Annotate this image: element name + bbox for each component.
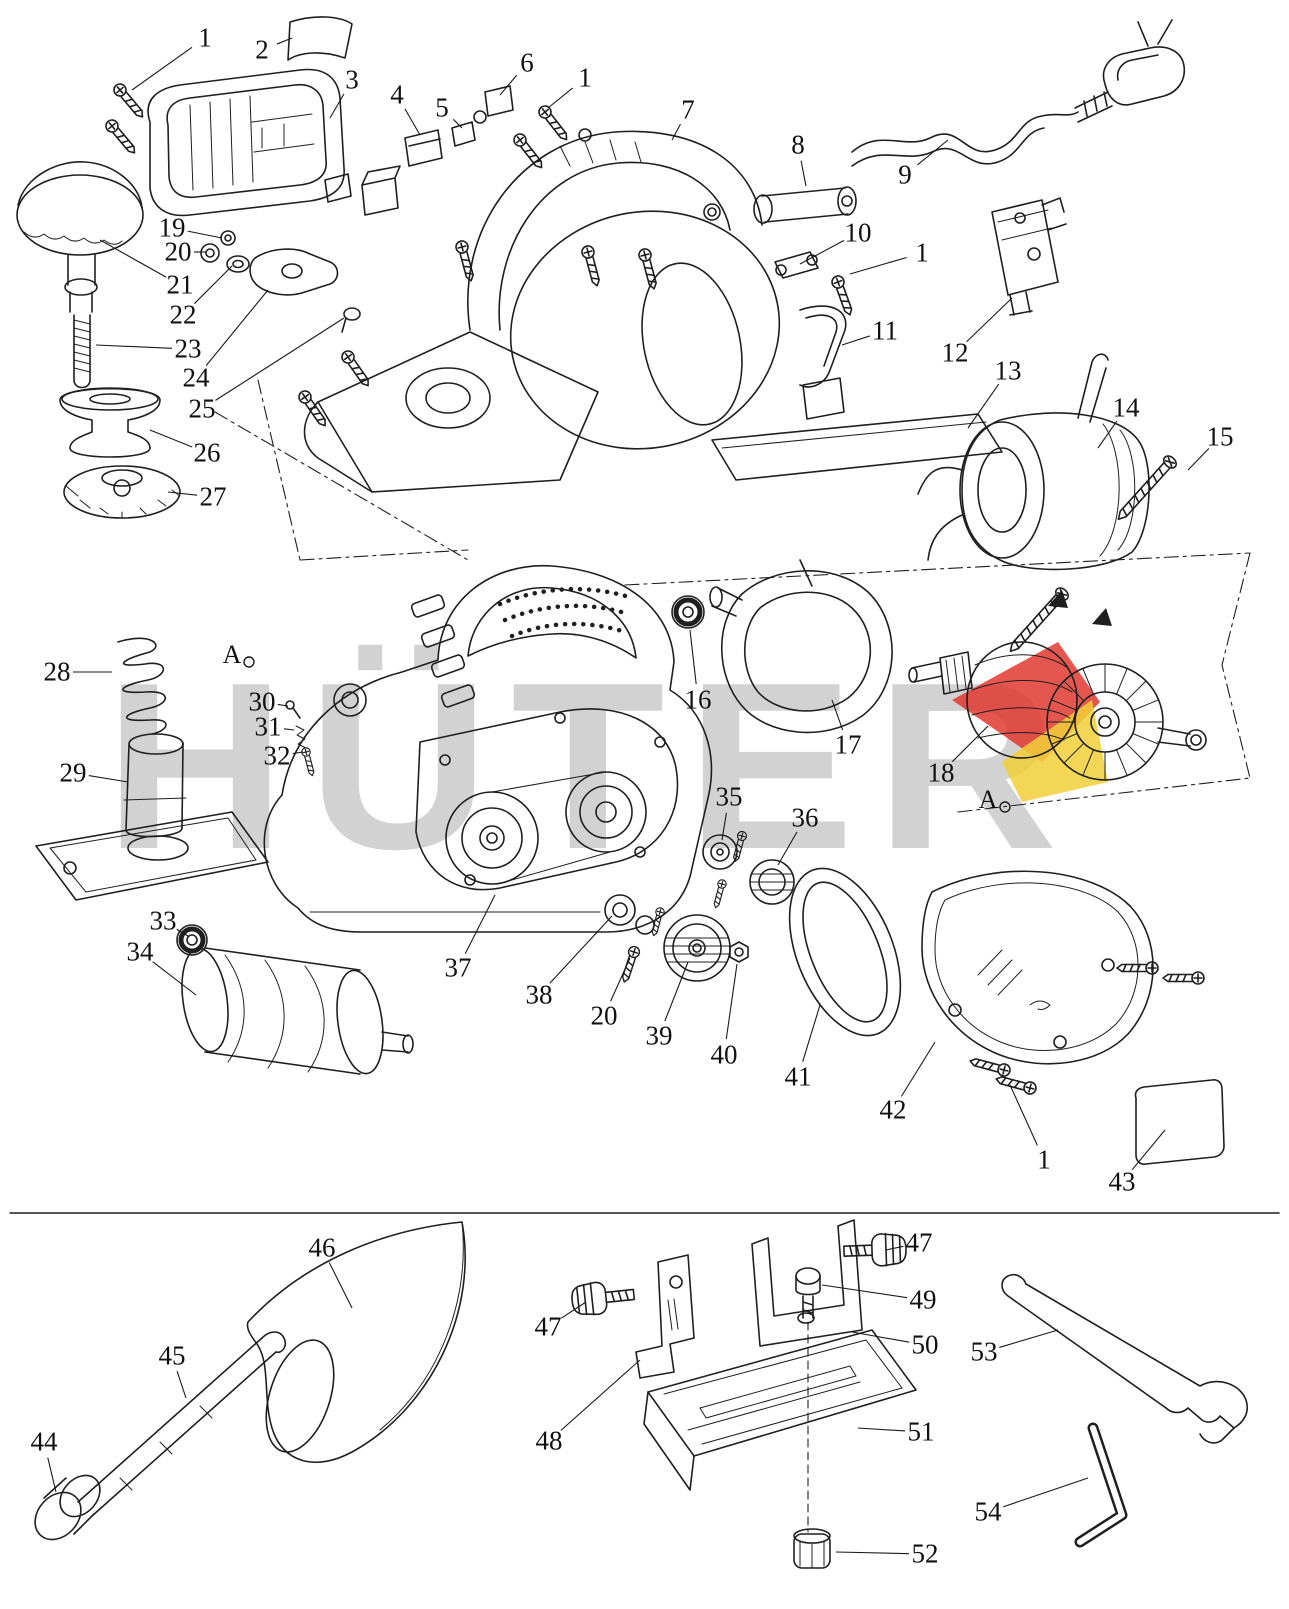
belt-drawing (788, 867, 902, 1037)
leader-line (149, 429, 193, 448)
label-sticker-drawing (1134, 1079, 1225, 1165)
leader-line (841, 335, 870, 346)
leader-line (966, 297, 1013, 343)
leader-line (721, 812, 727, 841)
leader-line (802, 1004, 821, 1062)
leader-line (967, 383, 1000, 429)
leader-line (187, 230, 223, 239)
leader-line (610, 957, 631, 1002)
view-marker-circle (243, 656, 255, 668)
leader-line (799, 240, 845, 265)
leader-line (561, 1301, 587, 1319)
leader-line (276, 37, 293, 45)
leader-line (88, 775, 129, 783)
leader-line (47, 1457, 57, 1493)
upper-housing-drawing (303, 128, 857, 493)
leader-line (464, 894, 496, 954)
construction-lines (214, 379, 1251, 813)
housing-cover-drawing (147, 16, 514, 217)
leader-line (95, 344, 173, 349)
belt-cover-drawing (921, 870, 1154, 1065)
leader-line (131, 46, 193, 91)
leader-line (725, 963, 738, 1040)
leader-line (452, 118, 463, 129)
leader-line (800, 160, 807, 187)
leader-line (328, 1262, 353, 1309)
leader-line (835, 1551, 910, 1555)
view-marker-circle (999, 801, 1011, 813)
air-guide-drawing (709, 559, 893, 734)
leader-line (1097, 420, 1118, 449)
baffle-plate-drawing (711, 413, 1003, 481)
leader-line (1131, 1129, 1166, 1171)
leader-line (167, 491, 198, 496)
rotor-drawing (908, 641, 1207, 781)
leader-line (831, 699, 844, 731)
leader-line (404, 108, 421, 136)
knob-assembly-drawing (16, 161, 361, 519)
leader-line (917, 139, 949, 166)
switch-drawing (991, 197, 1067, 316)
leader-line (900, 1041, 936, 1097)
leader-line (560, 1359, 641, 1431)
dust-adapter-drawing (34, 1221, 466, 1541)
leader-line (857, 1427, 906, 1432)
leader-line (1009, 1084, 1038, 1146)
leader-line (499, 74, 518, 96)
leader-line (1187, 448, 1210, 471)
wrench-drawing (1001, 1273, 1249, 1444)
leader-line (205, 289, 269, 366)
leader-line (176, 1371, 187, 1399)
leader-line (849, 256, 907, 275)
leader-line (283, 728, 295, 731)
leader-line (951, 725, 989, 763)
cutter-drum-drawing (176, 924, 414, 1075)
leader-line (152, 961, 197, 996)
watermark-text: HÜTER (104, 634, 1079, 899)
leader-line (292, 751, 304, 755)
leader-line (777, 831, 798, 866)
leader-line (885, 1245, 904, 1251)
leader-line (664, 961, 689, 1022)
bearing-drawing (671, 595, 705, 629)
leader-line (99, 239, 167, 278)
spring-drawing (117, 637, 167, 735)
leader-line (277, 703, 289, 707)
main-body-drawing (263, 564, 713, 933)
fence-assembly-drawing (569, 1219, 917, 1569)
leader-line (215, 317, 345, 401)
power-cord-drawing (851, 19, 1186, 167)
leader-line (193, 265, 233, 305)
direction-arrows (1048, 590, 1112, 626)
leader-line (547, 87, 573, 109)
leader-line (689, 629, 697, 685)
pulleys-drawing (604, 834, 795, 982)
leader-line (821, 1284, 908, 1299)
leader-line (999, 1329, 1059, 1348)
hex-key-drawing (1074, 1422, 1128, 1548)
leader-line (329, 93, 345, 119)
leader-line (1002, 1477, 1089, 1508)
leader-line (671, 123, 681, 141)
leader-line (851, 1331, 910, 1343)
leader-line (176, 928, 189, 937)
dust-chute-drawing (35, 733, 269, 901)
stator-drawing (917, 353, 1150, 571)
leader-line (549, 915, 613, 984)
